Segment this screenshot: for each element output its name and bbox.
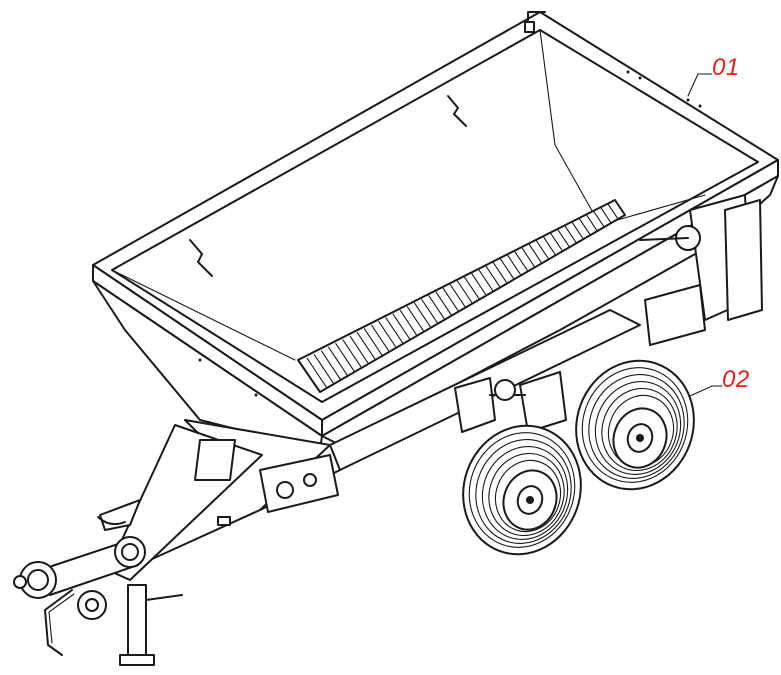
conveyor-slat [607, 203, 619, 220]
conveyor-slat [406, 306, 425, 333]
conveyor-slat [499, 258, 515, 280]
conveyor-slat [335, 343, 356, 373]
conveyor-slat [485, 265, 501, 288]
wheels [462, 359, 695, 556]
conveyor-slat [578, 217, 591, 236]
conveyor-slat [535, 239, 550, 260]
conveyor-slat [564, 225, 578, 244]
conveyor-slat [349, 335, 370, 365]
conveyor-slat [363, 328, 383, 357]
conveyor-slat [571, 221, 584, 240]
conveyor-slat [514, 250, 529, 272]
conveyor-slat [464, 276, 480, 301]
conveyor-slat [557, 228, 571, 248]
tire-tread-ring [601, 387, 678, 472]
tire-tread-ring [581, 367, 689, 483]
wheel-front [462, 424, 582, 556]
tire-tread-ring [594, 381, 682, 475]
wheel-rear [575, 359, 695, 491]
conveyor-slat [614, 199, 626, 216]
conveyor-slat [456, 280, 474, 305]
tire-tread-ring [481, 446, 569, 540]
tire-tread-ring [475, 439, 572, 544]
conveyor-slat [320, 350, 342, 381]
conveyor-slat [421, 298, 439, 325]
conveyor-slat [478, 269, 494, 292]
conveyor-slat [299, 361, 321, 393]
conveyor-slat [550, 232, 564, 252]
conveyor-slat [449, 284, 467, 309]
conveyor-slat [471, 273, 487, 297]
conveyor-slat [507, 254, 522, 276]
callout-label-hopper: 01 [712, 54, 740, 81]
conveyor-slat [385, 317, 404, 345]
conveyor-slat [399, 309, 418, 337]
chassis-frame [107, 194, 763, 581]
tire-tread-ring [488, 452, 565, 537]
conveyor-slat [442, 287, 460, 313]
conveyor-slat [378, 320, 397, 349]
conveyor-slat [313, 354, 335, 385]
tire-tread-ring [588, 374, 685, 479]
conveyor-slat [542, 236, 557, 256]
conveyor-slat [585, 214, 598, 232]
conveyor-slat [413, 302, 432, 329]
conveyor-slat [342, 339, 363, 369]
conveyor-slat [306, 357, 328, 389]
drawbar [13, 499, 183, 666]
conveyor-slat [428, 295, 446, 321]
conveyor-slat [435, 291, 453, 317]
conveyor-slat [356, 331, 377, 361]
conveyor-slat [521, 247, 536, 268]
hopper [92, 11, 779, 451]
conveyor-slats [299, 199, 626, 393]
conveyor-slat [592, 210, 605, 228]
conveyor-slat [328, 346, 349, 377]
conveyor-slat [371, 324, 390, 353]
conveyor-slat [492, 262, 508, 284]
conveyor-slat [392, 313, 411, 341]
tire-tread-ring [494, 459, 562, 533]
callout-label-wheels: 02 [722, 366, 750, 393]
tire-tread-ring [468, 432, 576, 548]
leader-lines [687, 73, 723, 397]
conveyor-slat [528, 243, 543, 264]
conveyor-slat [600, 206, 612, 224]
